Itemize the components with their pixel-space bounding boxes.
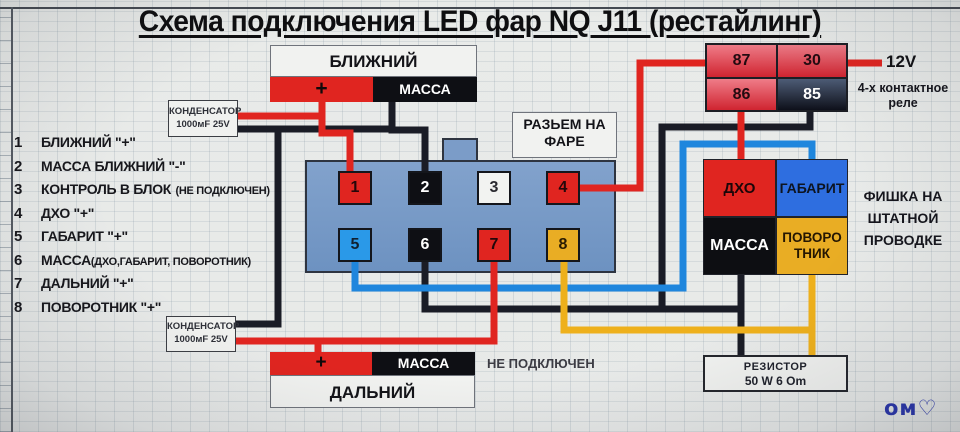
wire-pin7-to-highbeam xyxy=(236,261,498,345)
relay-caption: 4-х контактное реле xyxy=(848,81,958,111)
relay-caption-line2: реле xyxy=(888,96,918,110)
relay-pin-87: 87 xyxy=(706,44,777,78)
not-connected-label: НЕ ПОДКЛЮЧЕН xyxy=(487,356,595,371)
legend-num: 6 xyxy=(14,252,23,269)
legend-item-7: 7 ДАЛЬНИЙ "+" xyxy=(14,275,134,295)
harness-caption-line2: ШТАТНОЙ xyxy=(867,210,939,226)
spreadsheet-left-strip xyxy=(0,7,11,432)
legend-label: ГАБАРИТ "+" xyxy=(41,228,128,244)
relay-block: 87 30 86 85 xyxy=(705,43,848,112)
low-beam-terminals: + МАССА xyxy=(270,77,477,102)
spreadsheet-left-border xyxy=(11,7,13,432)
harness-ground-cell: МАССА xyxy=(703,217,776,275)
capacitor-name: КОНДЕНСАТОР xyxy=(169,106,242,117)
capacitor-rating: 1000мF 25V xyxy=(176,119,230,130)
low-beam-title: БЛИЖНИЙ xyxy=(329,52,418,71)
relay-caption-line1: 4-х контактное xyxy=(857,81,949,95)
resistor-name: РЕЗИСТОР xyxy=(743,361,808,373)
high-beam-label-box: ДАЛЬНИЙ xyxy=(270,375,475,408)
harness-position-cell: ГАБАРИТ xyxy=(776,159,848,217)
high-beam-title: ДАЛЬНИЙ xyxy=(329,383,416,402)
relay-pin-85: 85 xyxy=(777,78,847,111)
harness-turn-line2: ТНИК xyxy=(794,246,830,261)
legend-label: ДАЛЬНИЙ "+" xyxy=(41,275,134,291)
legend-num: 7 xyxy=(14,275,23,292)
harness-caption-line1: ФИШКА НА xyxy=(863,188,943,204)
page-title: Схема подключения LED фар NQ J11 (рестай… xyxy=(138,5,822,38)
high-beam-terminals: + МАССА xyxy=(270,352,475,375)
legend-note: (ДХО,ГАБАРИТ, ПОВОРОТНИК) xyxy=(90,256,251,268)
legend-item-8: 8 ПОВОРОТНИК "+" xyxy=(14,299,161,319)
legend-item-5: 5 ГАБАРИТ "+" xyxy=(14,228,128,248)
connector-pin-3: 3 xyxy=(477,171,511,205)
supply-12v-label: 12V xyxy=(886,52,917,71)
spreadsheet-top-border xyxy=(0,7,960,9)
legend-item-4: 4 ДХО "+" xyxy=(14,205,94,225)
low-beam-ground-terminal: МАССА xyxy=(373,77,477,102)
legend-num: 2 xyxy=(14,158,23,175)
legend-item-3: 3 КОНТРОЛЬ В БЛОК (НЕ ПОДКЛЮЧЕН) xyxy=(14,181,270,201)
legend-label: КОНТРОЛЬ В БЛОК xyxy=(41,181,172,197)
harness-drl-cell: ДХО xyxy=(703,159,776,217)
connector-pin-2: 2 xyxy=(408,171,442,205)
legend-item-1: 1 БЛИЖНИЙ "+" xyxy=(14,134,136,154)
connector-label-line2: ФАРЕ xyxy=(544,133,585,149)
high-beam-ground-terminal: МАССА xyxy=(372,352,475,375)
author-watermark: ом♡ xyxy=(884,396,938,420)
legend-label: ДХО "+" xyxy=(41,205,95,221)
legend-item-6: 6 МАССА(ДХО,ГАБАРИТ, ПОВОРОТНИК) xyxy=(14,252,251,272)
legend-num: 8 xyxy=(14,299,23,316)
connector-pin-7: 7 xyxy=(477,228,511,262)
relay-pin-30: 30 xyxy=(777,44,847,78)
harness-caption: ФИШКА НА ШТАТНОЙ ПРОВОДКЕ xyxy=(850,185,956,251)
legend-num: 5 xyxy=(14,228,23,245)
harness-caption-line3: ПРОВОДКЕ xyxy=(863,232,943,248)
legend-note: (НЕ ПОДКЛЮЧЕН) xyxy=(175,185,271,197)
connector-pin-1: 1 xyxy=(338,171,372,205)
wire-ground-branch-to-capacitor-bottom xyxy=(236,129,282,328)
low-beam-plus-terminal: + xyxy=(270,77,373,102)
low-beam-label-box: БЛИЖНИЙ xyxy=(270,45,477,77)
resistor-rating: 50 W 6 Om xyxy=(744,374,807,388)
high-beam-plus-terminal: + xyxy=(270,352,372,375)
legend-num: 3 xyxy=(14,181,23,198)
connector-pin-6: 6 xyxy=(408,228,442,262)
legend-label: БЛИЖНИЙ "+" xyxy=(41,134,136,150)
stock-harness-plug: ДХО ГАБАРИТ МАССА ПОВОРО ТНИК xyxy=(703,159,848,275)
legend-num: 1 xyxy=(14,134,23,151)
legend-label: МАССА xyxy=(41,252,91,268)
connector-pin-4: 4 xyxy=(546,171,580,205)
harness-turn-cell: ПОВОРО ТНИК xyxy=(776,217,848,275)
capacitor-name: КОНДЕНСАТОР xyxy=(167,321,240,332)
capacitor-bottom-box: КОНДЕНСАТОР 1000мF 25V xyxy=(166,316,240,352)
harness-turn-line1: ПОВОРО xyxy=(782,230,842,245)
legend-num: 4 xyxy=(14,205,23,222)
capacitor-rating: 1000мF 25V xyxy=(174,334,228,345)
resistor-box: РЕЗИСТОР 50 W 6 Om xyxy=(703,355,848,392)
connector-pin-8: 8 xyxy=(546,228,580,262)
legend-label: ПОВОРОТНИК "+" xyxy=(41,299,162,315)
connector-label-box: РАЗЬЕМ НА ФАРЕ xyxy=(512,112,617,158)
legend-label: МАССА БЛИЖНИЙ "-" xyxy=(41,158,186,174)
relay-pin-86: 86 xyxy=(706,78,777,111)
connector-label-line1: РАЗЬЕМ НА xyxy=(523,116,606,132)
connector-pin-5: 5 xyxy=(338,228,372,262)
capacitor-top-box: КОНДЕНСАТОР 1000мF 25V xyxy=(168,100,242,137)
legend-item-2: 2 МАССА БЛИЖНИЙ "-" xyxy=(14,158,186,178)
connector-tab xyxy=(442,138,478,162)
